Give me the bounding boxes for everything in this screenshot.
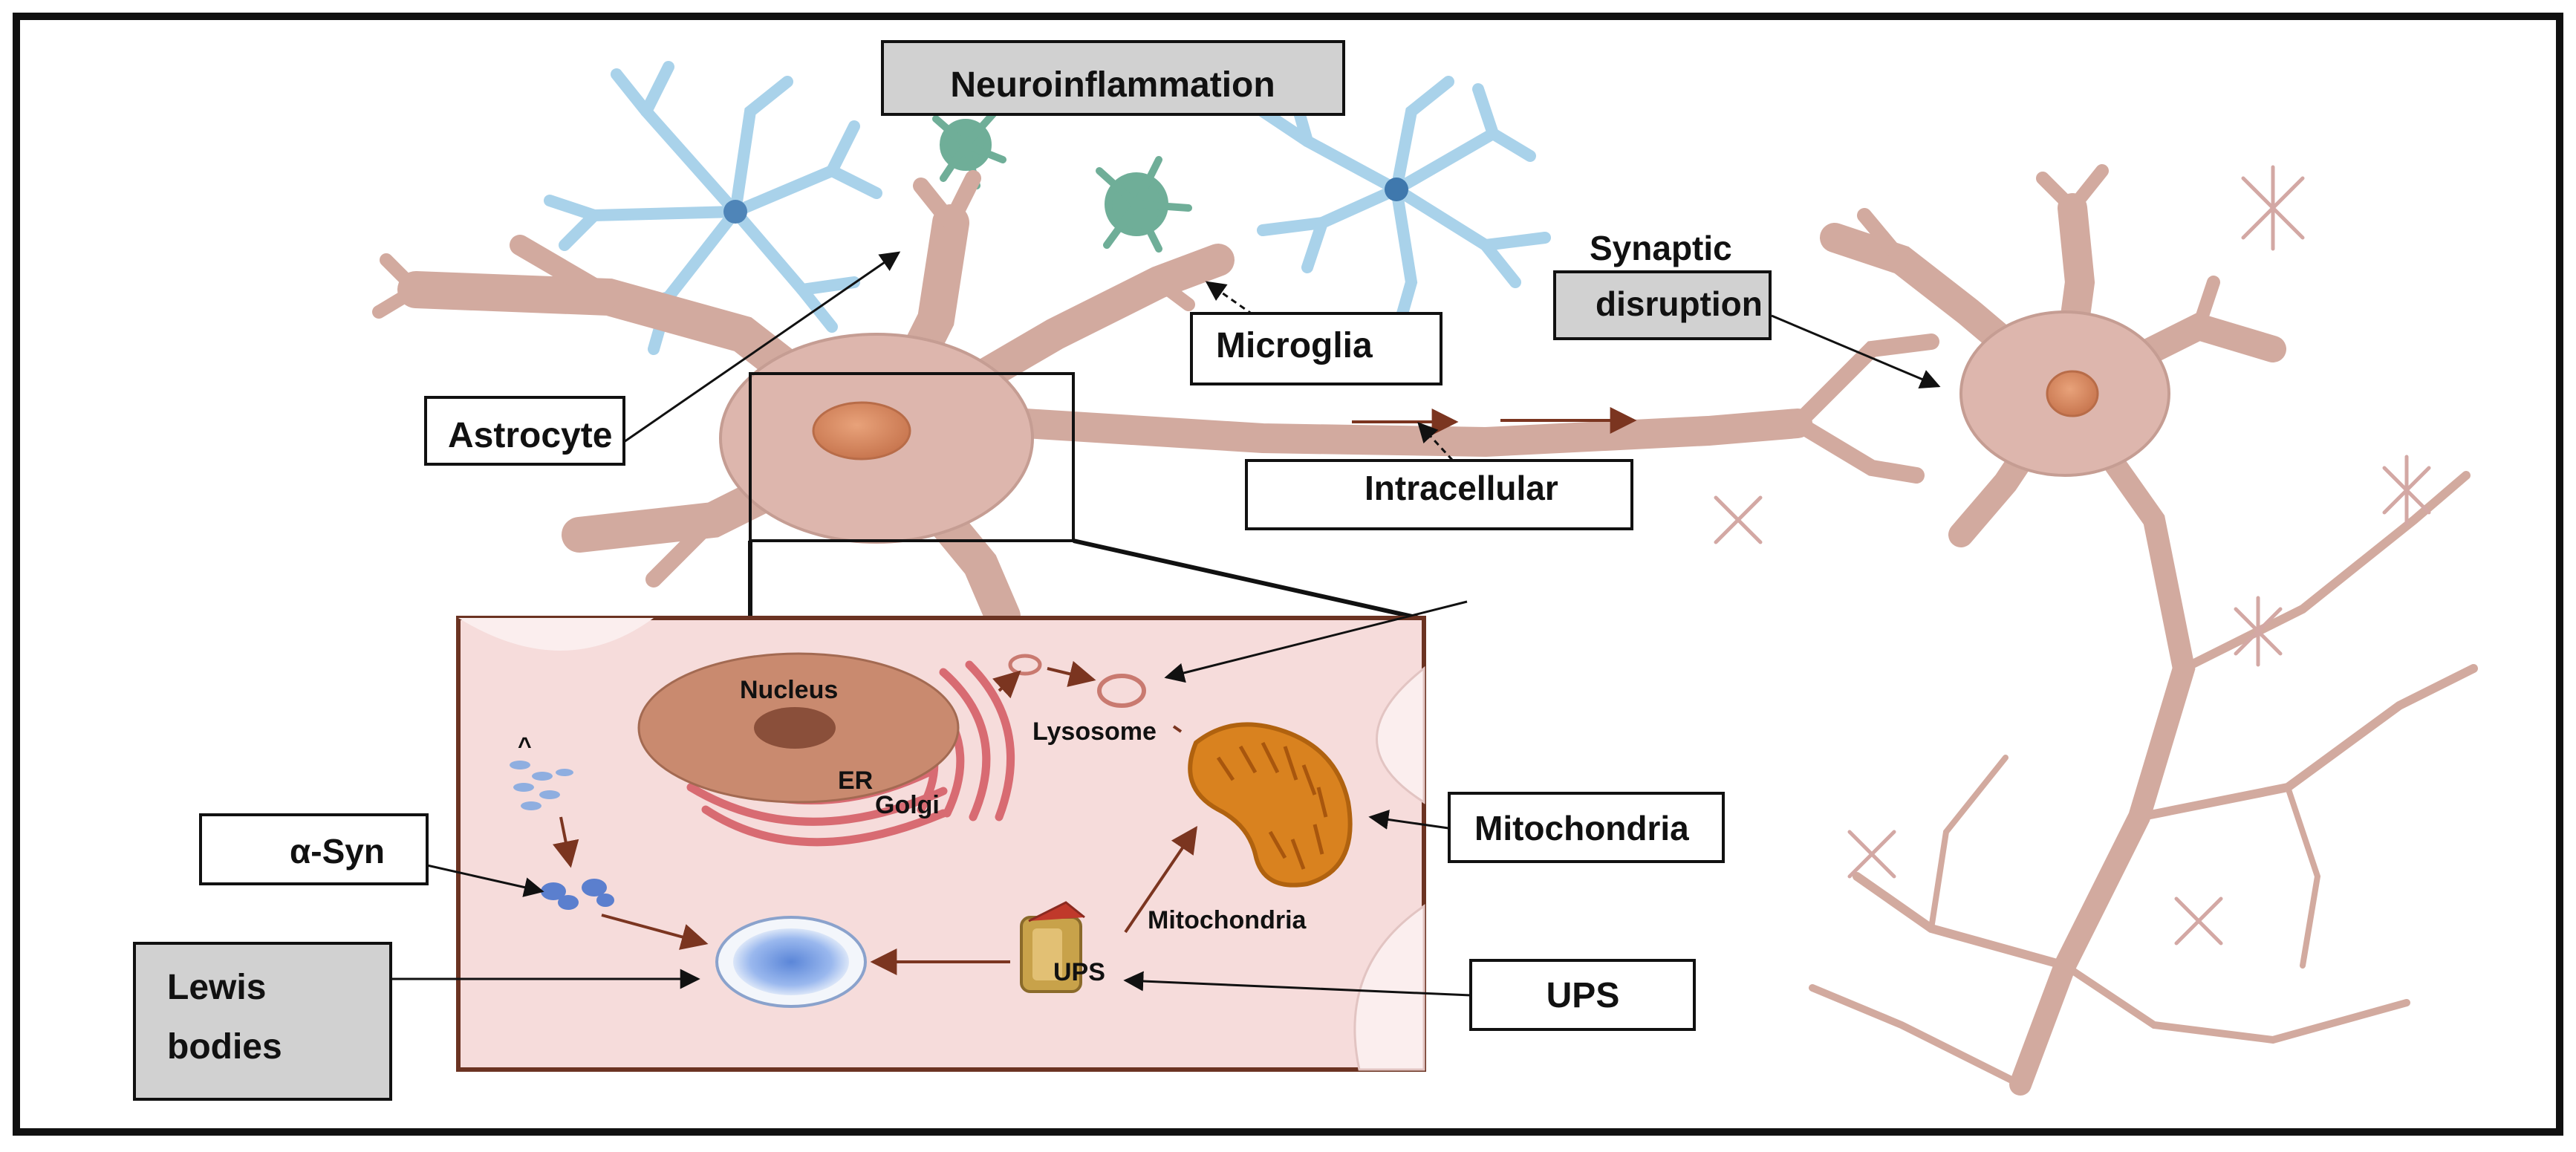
lewis-body xyxy=(715,916,867,1008)
lewis-bodies-label-line1: Lewis xyxy=(167,968,266,1007)
microglia-label-box xyxy=(1190,312,1443,385)
microglia-cells xyxy=(932,108,1192,253)
alpha-syn-label-box xyxy=(199,813,429,885)
inset-mitochondrion xyxy=(1188,722,1353,888)
lewis-bodies-label-line2: bodies xyxy=(167,1027,282,1067)
alpha-syn-label: α-Syn xyxy=(290,832,385,870)
callout-arrows xyxy=(390,251,1941,997)
zoom-region xyxy=(749,372,1075,542)
inset-nucleolus xyxy=(754,707,836,749)
inset-lysosome-label: Lysosome xyxy=(1032,717,1157,746)
synaptic-label-line2: disruption xyxy=(1596,284,1763,323)
alpha-syn-aggregates xyxy=(541,879,614,910)
lewis-bodies-label-box xyxy=(133,942,392,1101)
astrocyte-cell-right xyxy=(1257,76,1551,340)
inset-nucleus-label: Nucleus xyxy=(740,676,838,704)
background-glia xyxy=(1714,165,2431,946)
synaptic-label-box xyxy=(1553,270,1772,340)
microglia-label: Microglia xyxy=(1216,326,1373,365)
intracellular-label-box xyxy=(1245,459,1633,530)
alpha-syn-monomers xyxy=(510,761,573,810)
ups-proteasome xyxy=(1020,901,1085,993)
outer-border xyxy=(13,13,2563,1136)
mitochondria-label: Mitochondria xyxy=(1474,809,1689,847)
synaptic-label-line1: Synaptic xyxy=(1590,229,1732,267)
neuroinflammation-label: Neuroinflammation xyxy=(950,65,1275,105)
inset-er-label: ER xyxy=(838,767,873,795)
astrocyte-nucleus-right xyxy=(1385,178,1408,201)
lysosome-small xyxy=(1008,654,1042,676)
inset-mitochondria-label: Mitochondria xyxy=(1148,906,1307,934)
astrocyte-label: Astrocyte xyxy=(448,416,612,455)
ups-label-box xyxy=(1469,959,1696,1031)
neuroinflammation-label-box xyxy=(881,40,1345,116)
zoom-connector-right xyxy=(1073,538,1419,620)
astrocyte-label-box xyxy=(424,396,625,466)
main-neuron-nucleus xyxy=(812,401,911,461)
inset-pathway-arrows xyxy=(552,660,1198,975)
astrocyte-nucleus-left xyxy=(723,200,747,224)
right-neuron-processes xyxy=(1789,164,2478,1096)
astrocyte-cell-left xyxy=(544,61,882,355)
intracellular-label: Intracellular xyxy=(1365,469,1558,507)
lysosome-large xyxy=(1097,674,1146,708)
right-neuron-nucleus xyxy=(2046,370,2099,417)
inset-ups-label: UPS xyxy=(1053,958,1105,986)
caret-mark: ^ xyxy=(518,732,532,759)
inset-golgi-label: Golgi xyxy=(875,791,940,819)
mitochondria-label-box xyxy=(1448,792,1725,863)
ups-label: UPS xyxy=(1546,976,1620,1015)
